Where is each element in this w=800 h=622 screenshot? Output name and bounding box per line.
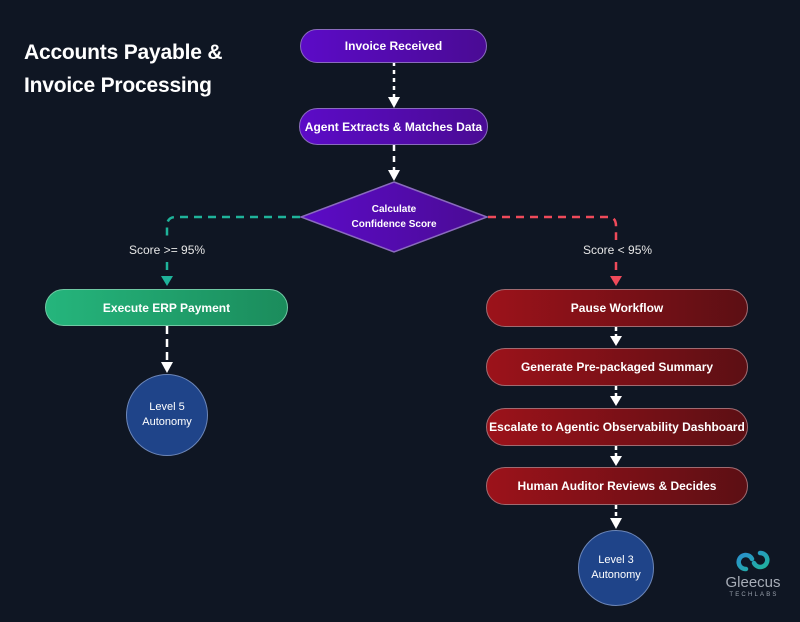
path-high-score	[165, 215, 300, 240]
title-line-2: Invoice Processing	[24, 74, 212, 97]
node-level3-autonomy[interactable]: Level 3 Autonomy	[578, 530, 654, 606]
arrowhead-1	[388, 97, 400, 108]
node-agent-extracts-label: Agent Extracts & Matches Data	[304, 119, 483, 134]
title-line-1: Accounts Payable &	[24, 41, 223, 64]
condition-low-score: Score < 95%	[583, 243, 653, 257]
arrowhead-high	[161, 276, 173, 286]
arrowhead-escalate	[610, 396, 622, 406]
infinity-logo-icon	[736, 550, 770, 572]
node-escalate-dashboard[interactable]: Escalate to Agentic Observability Dashbo…	[486, 408, 748, 446]
node-execute-payment[interactable]: Execute ERP Payment	[45, 289, 288, 326]
node-escalate-dashboard-label: Escalate to Agentic Observability Dashbo…	[489, 420, 745, 434]
arrowhead-low	[610, 276, 622, 286]
arrowhead-auditor	[610, 456, 622, 466]
arrowhead-level3	[610, 518, 622, 529]
node-invoice-received[interactable]: Invoice Received	[300, 29, 487, 63]
decision-label: Calculate Confidence Score	[300, 200, 488, 234]
node-agent-extracts[interactable]: Agent Extracts & Matches Data	[299, 108, 488, 145]
node-invoice-received-label: Invoice Received	[344, 39, 443, 53]
level3-line1: Level 3	[598, 554, 634, 566]
node-pause-workflow-label: Pause Workflow	[570, 301, 664, 315]
logo-tagline: TECHLABS	[729, 592, 779, 598]
node-human-auditor-label: Human Auditor Reviews & Decides	[517, 479, 717, 493]
node-execute-payment-label: Execute ERP Payment	[102, 300, 231, 315]
logo-name: Gleecus	[725, 574, 781, 591]
arrowhead-level5	[161, 362, 173, 373]
path-low-score	[488, 215, 618, 240]
node-pause-workflow[interactable]: Pause Workflow	[486, 289, 748, 327]
node-generate-summary[interactable]: Generate Pre-packaged Summary	[486, 348, 748, 386]
condition-high-score: Score >= 95%	[129, 243, 206, 257]
decision-diamond[interactable]	[298, 181, 490, 253]
decision-label-line1: Calculate	[371, 204, 417, 215]
level3-line2: Autonomy	[591, 569, 641, 581]
node-generate-summary-label: Generate Pre-packaged Summary	[520, 360, 714, 374]
gleecus-logo: Gleecus TECHLABS	[722, 550, 784, 599]
node-level5-autonomy[interactable]: Level 5 Autonomy	[126, 374, 208, 456]
node-human-auditor[interactable]: Human Auditor Reviews & Decides	[486, 467, 748, 505]
arrowhead-2	[388, 170, 400, 181]
decision-label-line2: Confidence Score	[351, 219, 437, 230]
level5-line2: Autonomy	[142, 416, 192, 428]
arrowhead-generate	[610, 336, 622, 346]
diagram-title: Accounts Payable & Invoice Processing	[24, 36, 223, 102]
level5-line1: Level 5	[149, 401, 185, 413]
